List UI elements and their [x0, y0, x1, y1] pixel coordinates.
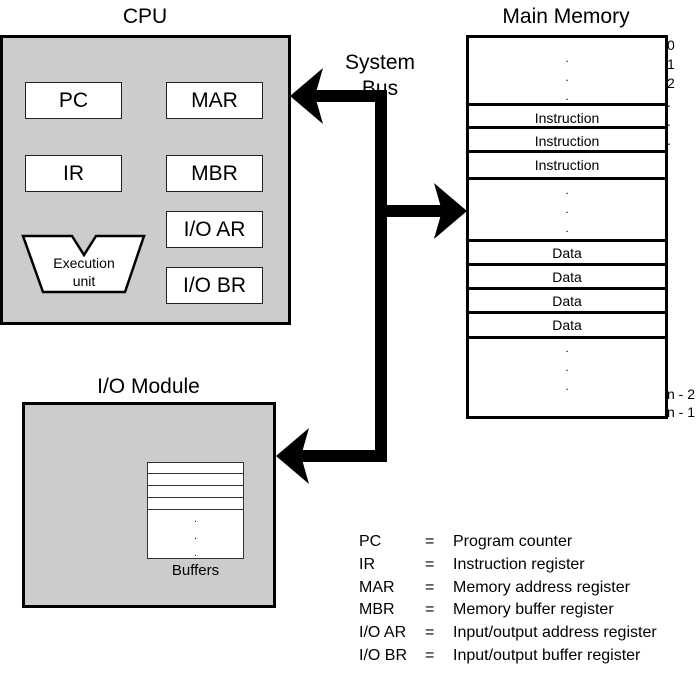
io-module-title: I/O Module: [97, 375, 200, 398]
system-bus-label-line2: Bus: [361, 77, 399, 100]
memory-dot: .: [565, 360, 569, 374]
address-dot: .: [667, 94, 671, 110]
legend-equals: =: [425, 579, 435, 596]
bus-arrowhead-memory: [434, 183, 467, 239]
legend-equals: =: [425, 624, 435, 641]
buffers-label: Buffers: [171, 562, 220, 579]
legend-abbr: I/O BR: [359, 647, 408, 664]
legend-desc: Memory address register: [453, 579, 630, 596]
legend-desc: Input/output address register: [453, 624, 657, 641]
legend-desc: Program counter: [453, 533, 573, 550]
execution-unit-label-1: Execution: [53, 255, 115, 271]
execution-unit: Execution unit: [43, 254, 125, 290]
bus-arrowhead-cpu: [290, 68, 323, 124]
address-dot: .: [667, 132, 671, 148]
buffer-divider: [148, 497, 243, 498]
bus-trunk: [375, 90, 387, 462]
legend-abbr: IR: [359, 556, 375, 573]
address-2: 2: [667, 75, 675, 91]
legend-abbr: I/O AR: [359, 624, 407, 641]
cpu-title: CPU: [122, 5, 168, 28]
legend-equals: =: [425, 647, 435, 664]
memory-dot: .: [565, 379, 569, 393]
buffer-dot: .: [194, 548, 197, 559]
bus-arrowhead-io: [276, 428, 309, 484]
buffer-divider: [148, 509, 243, 510]
memory-dot: .: [565, 221, 569, 235]
main-memory: . . . Instruction Instruction Instructio…: [466, 35, 668, 419]
system-bus-label: System Bus: [330, 50, 430, 102]
legend-abbr: PC: [359, 533, 382, 550]
legend-desc: Memory buffer register: [453, 601, 614, 618]
register-ir: IR: [25, 155, 122, 192]
legend-abbr: MAR: [359, 579, 395, 596]
bus-branch-memory: [375, 205, 450, 217]
memory-cell-instruction: Instruction: [469, 103, 665, 129]
register-mar: MAR: [166, 82, 263, 119]
address-0: 0: [667, 37, 675, 53]
register-mbr: MBR: [166, 155, 263, 192]
legend-desc: Input/output buffer register: [453, 647, 641, 664]
memory-dot: .: [565, 51, 569, 65]
system-bus-label-line1: System: [344, 51, 415, 74]
memory-title: Main Memory: [502, 5, 630, 28]
register-pc: PC: [25, 82, 122, 119]
legend-equals: =: [425, 556, 435, 573]
memory-dot: .: [565, 183, 569, 197]
memory-dot: .: [565, 341, 569, 355]
execution-unit-label-2: unit: [72, 273, 96, 289]
legend-desc: Instruction register: [453, 556, 585, 573]
io-buffers: . . .: [147, 462, 244, 559]
memory-cell-data: Data: [469, 263, 665, 288]
address-dot: .: [667, 113, 671, 129]
memory-dot: .: [565, 70, 569, 84]
register-io-br: I/O BR: [166, 267, 263, 304]
legend-equals: =: [425, 601, 435, 618]
address-n-minus-1: n - 1: [667, 404, 696, 420]
buffer-dot: .: [194, 514, 197, 525]
legend-equals: =: [425, 533, 435, 550]
bus-branch-cpu: [310, 90, 387, 102]
memory-cell-instruction: Instruction: [469, 150, 665, 180]
memory-cell-data: Data: [469, 287, 665, 312]
address-1: 1: [667, 56, 675, 72]
memory-dot: .: [565, 202, 569, 216]
buffer-divider: [148, 485, 243, 486]
buffer-divider: [148, 473, 243, 474]
memory-cell-data: Data: [469, 311, 665, 339]
memory-cell-data: Data: [469, 239, 665, 264]
buffer-dot: .: [194, 531, 197, 542]
memory-dot: .: [565, 89, 569, 103]
memory-cell-instruction: Instruction: [469, 126, 665, 153]
register-io-ar: I/O AR: [166, 211, 263, 248]
address-n-minus-2: n - 2: [667, 386, 696, 402]
bus-branch-io: [300, 450, 387, 462]
legend-abbr: MBR: [359, 601, 395, 618]
